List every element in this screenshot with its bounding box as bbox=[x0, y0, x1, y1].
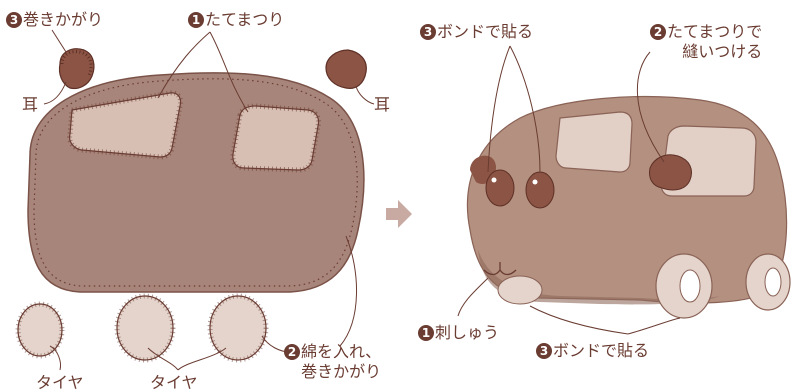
leader-tatemathuri-side bbox=[209, 31, 249, 113]
car-mouth bbox=[483, 262, 517, 276]
ear-sew-line1: たてまつりで bbox=[667, 22, 763, 41]
step-number-1: 1 bbox=[188, 12, 204, 28]
car-wheel-rear-right bbox=[745, 253, 791, 311]
step-number-3: 3 bbox=[420, 24, 436, 40]
leader-bond-bottom-a bbox=[529, 305, 629, 335]
tatemathuri-text: たてまつり bbox=[205, 10, 285, 29]
leader-bond-bottom-b bbox=[627, 317, 681, 335]
bond-bottom-text: ボンドで貼る bbox=[553, 341, 650, 360]
car-eye-right-highlight bbox=[532, 179, 538, 185]
step-number-3: 3 bbox=[6, 12, 22, 28]
leader-tire-2b bbox=[177, 347, 227, 371]
tire-label-2: タイヤ bbox=[150, 373, 198, 392]
ear-sew-line2: 縫いつける bbox=[682, 42, 763, 61]
window-patch-side-stitch bbox=[230, 103, 321, 173]
tire-1-stitch bbox=[15, 301, 65, 359]
leader-embroidery bbox=[457, 277, 489, 317]
car-window-front bbox=[555, 111, 633, 173]
ear-left bbox=[58, 48, 95, 90]
leader-stuff-body bbox=[339, 235, 358, 347]
car-wheel-rear-left bbox=[655, 253, 713, 319]
ear-right bbox=[325, 49, 367, 89]
leader-tatemathuri-front bbox=[157, 31, 211, 99]
tire-2-stitch bbox=[114, 293, 176, 363]
leader-ear-left-top bbox=[51, 29, 67, 53]
stuff-line1: 綿を入れ、 bbox=[301, 342, 382, 361]
tire-3-stitch bbox=[207, 293, 269, 363]
window-patch-side bbox=[232, 105, 320, 171]
leader-ear-sew bbox=[637, 51, 665, 163]
car-wheel-front bbox=[497, 275, 543, 305]
step-number-3: 3 bbox=[536, 343, 552, 359]
window-patch-front-stitch bbox=[67, 90, 183, 160]
ear-label-left: 耳 bbox=[22, 95, 39, 114]
flat-pattern bbox=[15, 29, 375, 371]
leader-bond-top-right bbox=[509, 45, 541, 173]
ear-curl-text: 巻きかがり bbox=[23, 10, 104, 29]
tire-label-1: タイヤ bbox=[36, 373, 84, 392]
car-eye-right bbox=[525, 171, 555, 209]
leader-ear-right-label bbox=[355, 85, 375, 105]
car-eye-left bbox=[485, 169, 515, 207]
step-number-2: 2 bbox=[284, 344, 300, 360]
ear-label-right: 耳 bbox=[374, 95, 391, 114]
bond-top-text: ボンドで貼る bbox=[437, 22, 534, 41]
stuff-line2: 巻きかがり bbox=[301, 362, 382, 381]
step-number-2: 2 bbox=[650, 24, 666, 40]
embroidery-text: 刺しゅう bbox=[435, 323, 500, 342]
arrow-right bbox=[386, 200, 412, 228]
leader-ear-left-label bbox=[43, 81, 67, 105]
ear-left-stitch bbox=[60, 50, 93, 76]
tire-1 bbox=[17, 303, 63, 357]
car-eye-left-highlight bbox=[491, 177, 497, 183]
leader-bond-top-left bbox=[487, 45, 511, 173]
assembled-car bbox=[457, 45, 791, 335]
car-ear-right bbox=[649, 154, 692, 191]
leader-tire-1 bbox=[49, 345, 61, 371]
step-number-1: 1 bbox=[418, 325, 434, 341]
leader-tire-2a bbox=[147, 347, 179, 371]
body-panel bbox=[27, 72, 365, 293]
